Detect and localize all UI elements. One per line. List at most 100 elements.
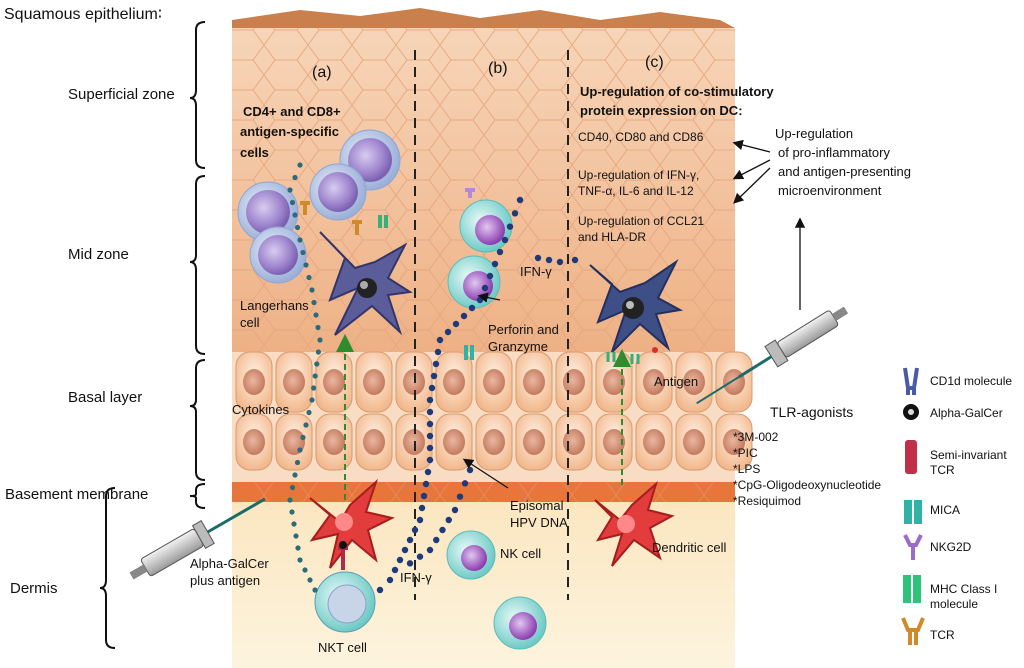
mica-molecule <box>464 345 474 360</box>
cytokine-dot <box>312 373 318 379</box>
cytokine-dot <box>534 254 542 262</box>
cytokine-dot <box>436 336 444 344</box>
bracket-superficial <box>189 21 206 169</box>
basal-cell-nucleus <box>283 369 305 395</box>
cytokine-dot <box>426 420 434 428</box>
panel-label-b: (b) <box>488 60 508 77</box>
cytokine-dot <box>312 587 318 593</box>
basal-cell-nucleus <box>683 429 705 455</box>
cytokine-dot <box>309 287 315 293</box>
bracket-mid <box>189 175 206 355</box>
cytokine-dot <box>314 361 320 367</box>
cytokine-dot <box>396 556 404 564</box>
basal-cell-nucleus <box>323 369 345 395</box>
cytokine-dot <box>556 258 564 266</box>
cytokine-dot <box>401 546 409 554</box>
label-upreg-costim-2: protein expression on DC: <box>580 103 743 118</box>
cytokine-dot <box>303 422 309 428</box>
basal-cell-nucleus <box>443 369 465 395</box>
cytokine-dot <box>571 256 579 264</box>
bracket-basal <box>189 359 206 481</box>
label-cd4-cd8-2: antigen-specific <box>240 124 339 139</box>
cytokine-dot <box>468 304 476 312</box>
label-episomal-2: HPV DNA <box>510 515 568 530</box>
cytokine-dot <box>307 577 313 583</box>
dendritic-cell-epithelial <box>589 259 684 364</box>
basal-cell-nucleus <box>603 429 625 455</box>
annotation-arrows <box>462 139 806 489</box>
cytokine-dot <box>491 260 499 268</box>
zone-basal: Basal layer <box>68 389 143 406</box>
diagram-title: Squamous epithelium∶ <box>4 6 163 23</box>
cytokine-dot <box>444 328 452 336</box>
cytokine-dot <box>293 533 299 539</box>
agonist-item: *3M-002 <box>733 430 779 444</box>
cytokine-dots <box>287 162 579 594</box>
basal-cell-nucleus <box>723 369 745 395</box>
agonist-item: *Resiquimod <box>733 494 802 508</box>
cytokine-dot <box>481 284 489 292</box>
zone-dermis: Dermis <box>10 580 58 597</box>
superficial-flakes <box>232 8 735 30</box>
bracket-basement <box>189 483 206 509</box>
cytokine-dot <box>420 492 428 500</box>
label-antigen: Antigen <box>654 374 699 389</box>
agonist-item: *PIC <box>733 446 758 460</box>
label-ifn-mid: IFN-γ <box>520 264 552 279</box>
legend-alpha-galcer: Alpha-GalCer <box>930 406 1003 420</box>
cytokine-dot <box>315 324 321 331</box>
cytokine-dot <box>292 212 298 218</box>
cytokine-dot <box>300 434 306 441</box>
basal-cell-nucleus <box>243 369 265 395</box>
cytokine-dot <box>486 272 494 280</box>
basal-cell-nucleus <box>643 369 665 395</box>
label-perforin-2: Granzyme <box>488 339 548 354</box>
cytokine-dot <box>506 223 514 230</box>
nkg2d-icon <box>903 534 923 560</box>
cytokine-dot <box>456 493 464 500</box>
zone-superficial: Superficial zone <box>68 86 175 103</box>
tcr-receptor <box>352 220 362 235</box>
basal-cell-nucleus <box>563 429 585 455</box>
nkg2d-receptor <box>465 188 475 198</box>
agonist-item: *LPS <box>733 462 761 476</box>
label-upreg-ifn-1: Up-regulation of IFN-γ, <box>578 168 700 182</box>
basal-cell-nucleus <box>523 369 545 395</box>
cytokine-dot <box>452 320 460 328</box>
cytokine-dot <box>434 348 442 356</box>
basal-cell-nucleus <box>483 429 505 455</box>
t-cell-nucleus <box>318 172 358 212</box>
label-perforin-1: Perforin and <box>488 322 559 337</box>
basement-membrane-texture <box>232 482 735 502</box>
basal-cell-nucleus <box>603 369 625 395</box>
cytokine-dot <box>516 196 524 204</box>
cytokine-dot <box>496 248 504 256</box>
tcr-icon <box>901 617 925 645</box>
label-cd4-cd8-1: CD4+ and CD8+ <box>243 104 341 119</box>
cytokine-dot <box>406 536 414 544</box>
label-alpha-galcer-1: Alpha-GalCer <box>190 556 269 571</box>
basal-cell-nucleus <box>243 429 265 455</box>
basal-cells <box>235 351 753 471</box>
cytokine-dot <box>466 466 474 474</box>
label-tlr-agonists: TLR-agonists <box>770 404 854 420</box>
dermis-region <box>232 502 735 668</box>
cytokine-dot <box>317 337 323 343</box>
label-proinf-4: microenvironment <box>778 183 882 198</box>
basal-cell-nucleus <box>483 369 505 395</box>
cytokine-dot <box>300 249 306 256</box>
legend-tcr: TCR <box>930 628 955 642</box>
cytokine-dot <box>426 546 434 554</box>
cytokine-dot <box>418 504 426 512</box>
cytokine-dot <box>511 210 519 217</box>
label-cd4-cd8-3: cells <box>240 145 269 160</box>
cytokine-dot <box>460 312 468 320</box>
basal-cell-nucleus <box>683 369 705 395</box>
label-upreg-ifn-2: TNF-α, IL-6 and IL-12 <box>578 184 694 198</box>
cytokine-dot <box>297 447 303 453</box>
cytokine-dot <box>426 396 434 404</box>
cytokine-dot <box>289 199 296 206</box>
mhc-icon <box>903 575 911 603</box>
cytokine-dot <box>439 526 446 534</box>
cytokine-dot <box>416 516 424 524</box>
